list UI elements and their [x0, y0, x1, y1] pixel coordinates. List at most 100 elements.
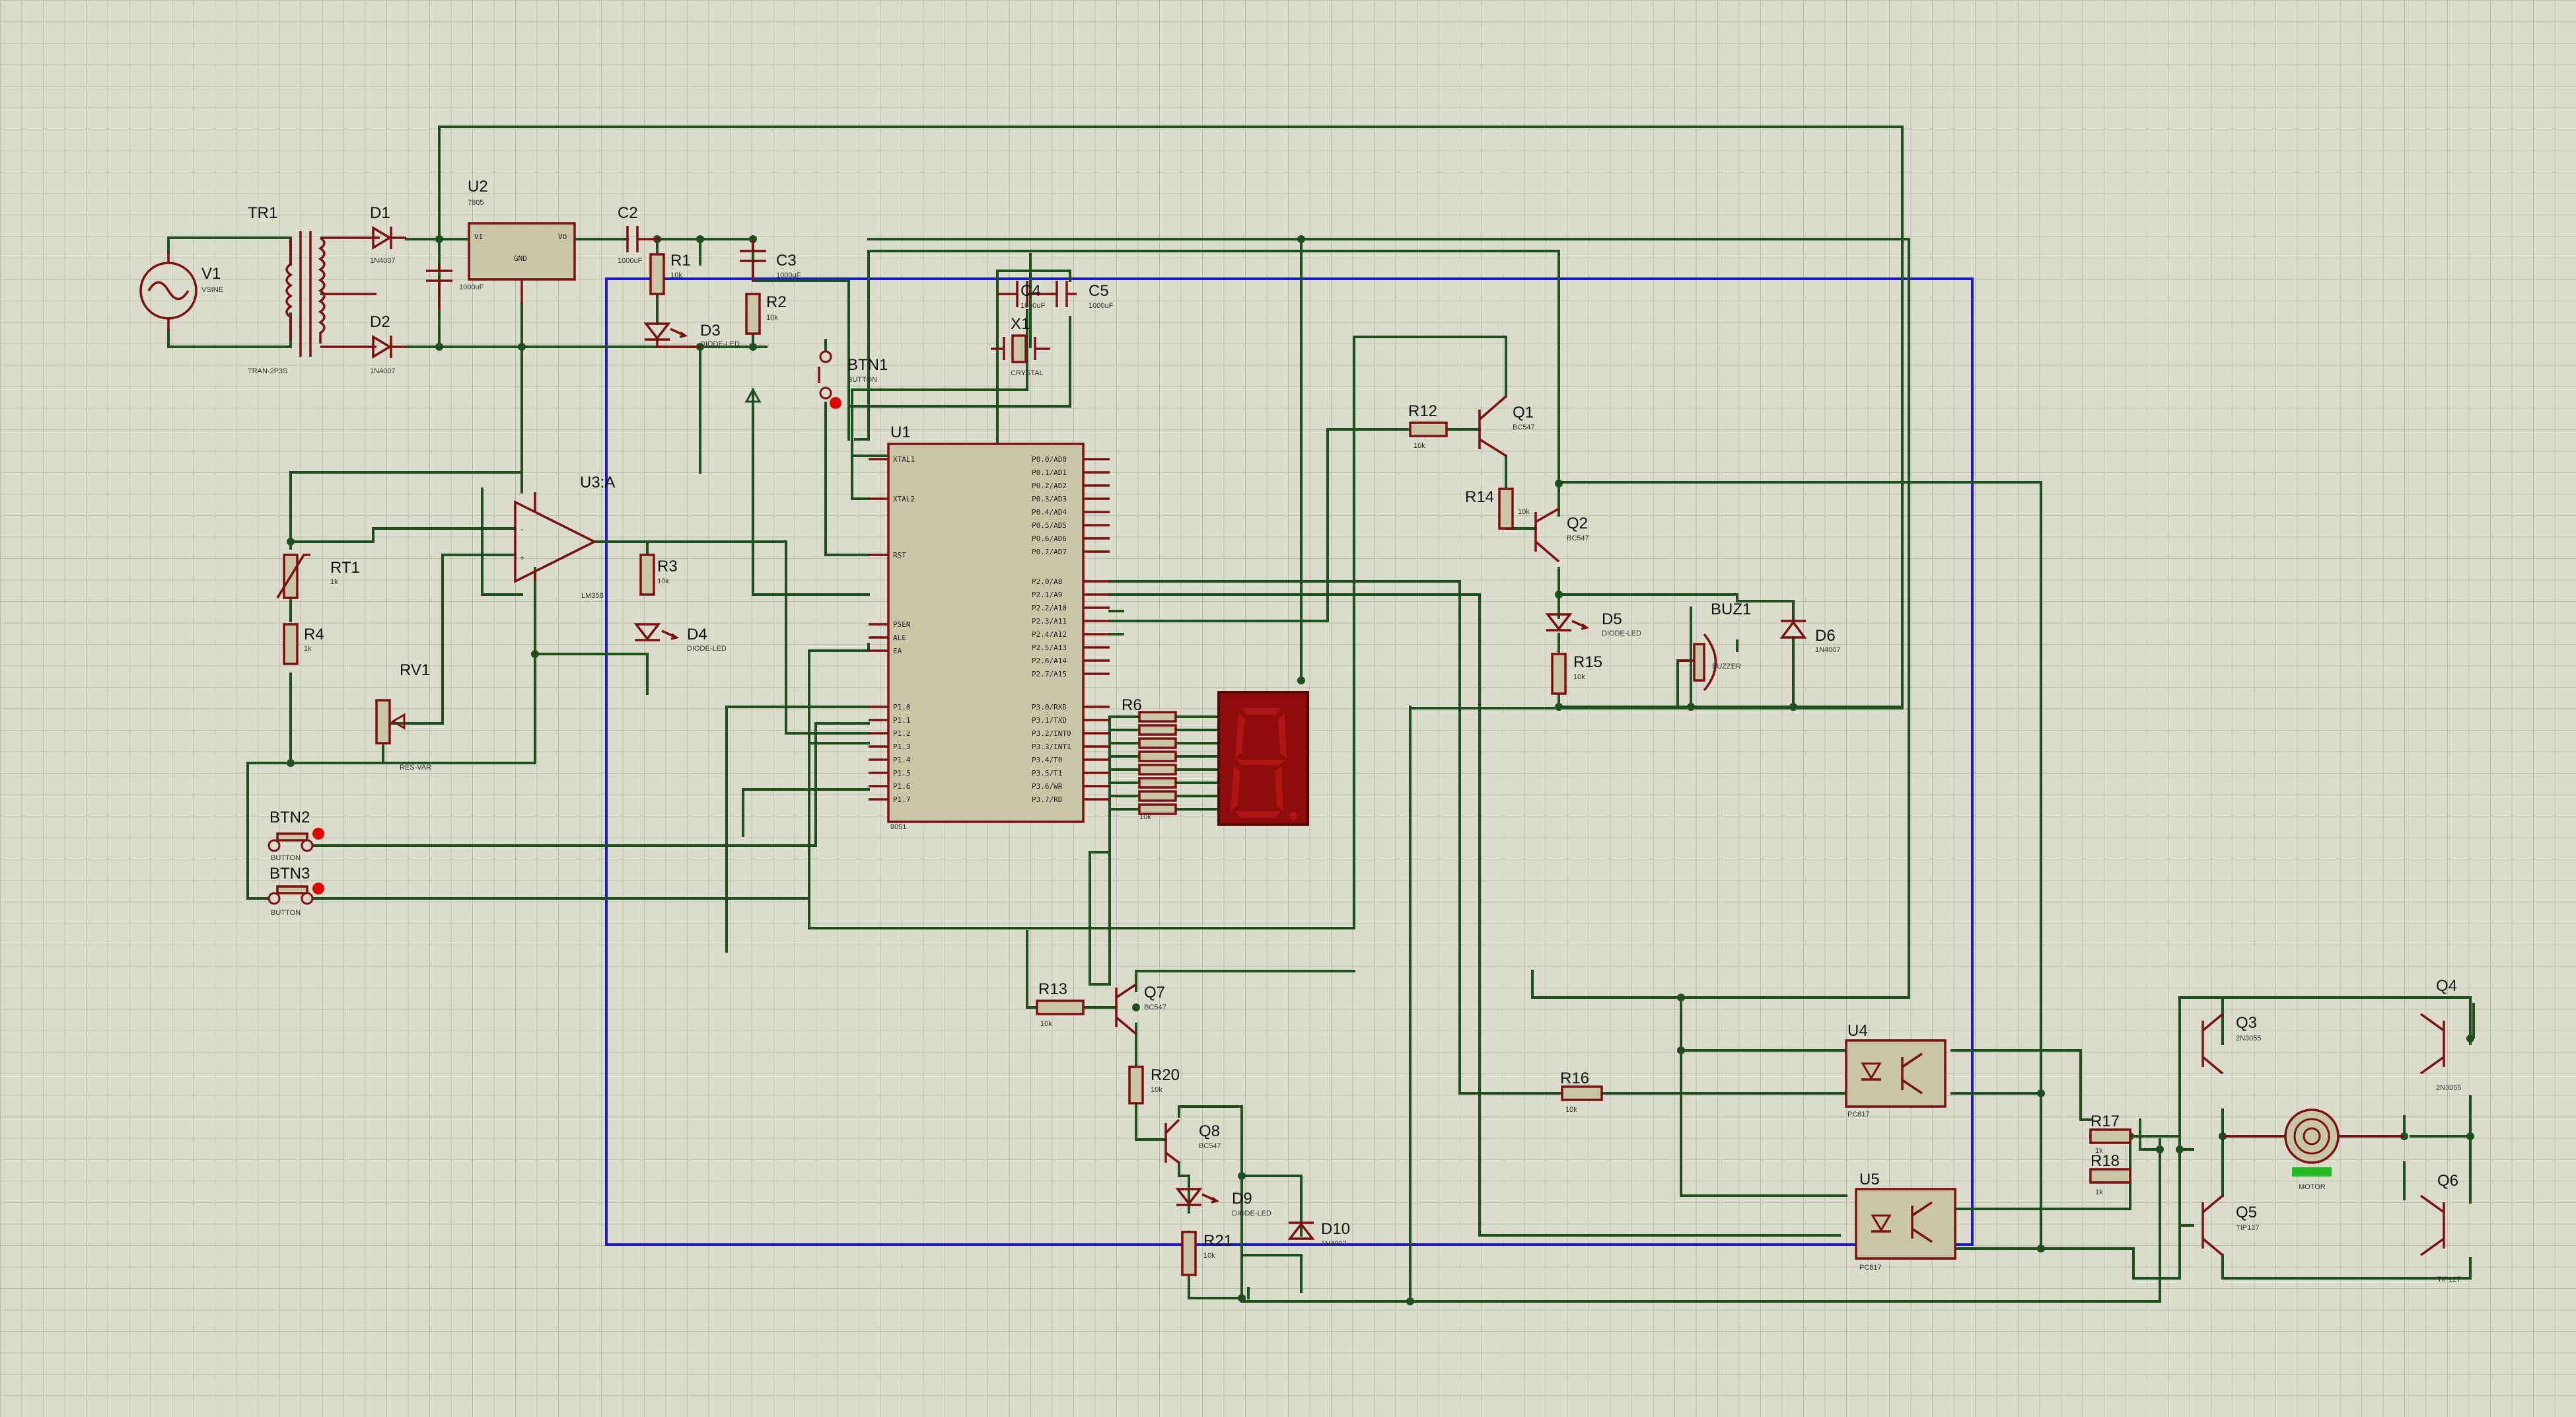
resistor-r4[interactable]: R4 1k [283, 623, 324, 665]
svg-text:10k: 10k [1151, 1086, 1163, 1094]
u1-pin-label: P1.1 [893, 716, 911, 725]
resistor-r12[interactable]: R12 10k [1408, 402, 1448, 450]
transistor-q1[interactable]: Q1 BC547 [1478, 395, 1535, 457]
r6-element [1138, 737, 1177, 749]
resistor-r2[interactable]: R2 10k [745, 293, 787, 335]
u2-label: U2 [468, 178, 488, 196]
optocoupler-u5[interactable]: U5 PC817 [1855, 1171, 1956, 1272]
resistor-r18[interactable]: R18 1k [2089, 1152, 2131, 1196]
svg-text:BUZZER: BUZZER [1712, 663, 1741, 671]
svg-text:PC817: PC817 [1859, 1264, 1882, 1272]
u1-pin-label: P1.6 [893, 782, 911, 791]
svg-text:LM358: LM358 [581, 592, 604, 600]
svg-text:DIODE-LED: DIODE-LED [687, 645, 727, 653]
capacitor-c4[interactable]: C4 1000uF [997, 281, 1046, 310]
r3-label: R3 [657, 558, 678, 575]
u1-pin-label: P3.0/RXD [1032, 703, 1067, 711]
resistor-r3[interactable]: R3 10k [639, 554, 678, 596]
dc-motor[interactable]: MOTOR [2223, 1108, 2404, 1191]
u1-pin-label: P3.2/INT0 [1032, 729, 1071, 738]
svg-text:1000uF: 1000uF [1020, 302, 1046, 310]
svg-text:GND: GND [514, 254, 527, 263]
svg-text:8051: 8051 [890, 823, 906, 831]
opamp-u3a[interactable]: - + U3:A LM358 [514, 474, 615, 600]
svg-text:1000uF: 1000uF [776, 272, 801, 279]
transistor-q2[interactable]: Q2 BC547 [1534, 507, 1589, 563]
transistor-q8[interactable]: Q8 BC547 [1164, 1118, 1221, 1164]
diode-d10[interactable]: D10 1N4007 [1287, 1220, 1350, 1248]
u1-pin-label: P2.1/A9 [1032, 591, 1062, 599]
d6-label: D6 [1815, 627, 1836, 645]
microcontroller-u1[interactable]: U1 8051 XTAL1XTAL2RSTPSENALEEAP1.0P1.1P1… [869, 423, 1110, 831]
led-d3[interactable]: D3 DIODE-LED [643, 322, 740, 348]
transistor-q5[interactable]: Q5 TIP127 [2201, 1194, 2259, 1256]
capacitor-c5[interactable]: C5 1000uF [1040, 281, 1114, 310]
diode-d1[interactable]: D1 1N4007 [370, 204, 406, 265]
r6-element [1138, 711, 1177, 723]
potentiometer-rv1[interactable]: RV1 RES-VAR [375, 661, 431, 772]
svg-text:10k: 10k [1203, 1252, 1215, 1260]
capacitor-c1[interactable]: 1000uF [426, 264, 484, 310]
u4-label: U4 [1847, 1022, 1868, 1040]
tr1-label: TR1 [248, 204, 277, 222]
svg-text:1N4007: 1N4007 [370, 257, 396, 265]
resistor-r14[interactable]: R14 10k [1465, 488, 1530, 530]
transistor-q7[interactable]: Q7 BC547 [1115, 983, 1166, 1035]
u1-pin-label: P2.4/A12 [1032, 630, 1067, 639]
transistor-q4[interactable]: Q4 2N3055 [2419, 977, 2462, 1092]
u1-pin-label: P0.2/AD2 [1032, 482, 1067, 490]
resistor-r17[interactable]: R17 1k [2089, 1112, 2131, 1155]
svg-text:VI: VI [474, 233, 483, 241]
resistor-r21[interactable]: R21 10k [1181, 1231, 1233, 1276]
led-d5[interactable]: D5 DIODE-LED [1545, 610, 1641, 637]
button-btn3[interactable]: BTN3 BUTTON [268, 865, 324, 917]
resistor-r1[interactable]: R1 10k [649, 252, 691, 295]
resistor-r16[interactable]: R16 10k [1560, 1070, 1603, 1114]
button-btn1[interactable]: BTN1 BUTTON [818, 350, 888, 409]
u1-pin-label: P0.1/AD1 [1032, 468, 1067, 477]
svg-text:7805: 7805 [468, 199, 483, 207]
buzzer-buz1[interactable]: BUZ1 BUZZER [1678, 600, 1751, 692]
capacitor-c3[interactable]: C3 1000uF [740, 239, 801, 281]
u1-pin-label: P0.3/AD3 [1032, 495, 1067, 503]
source-v1[interactable]: V1 VSINE [139, 252, 223, 330]
optocoupler-u4[interactable]: U4 PC817 [1845, 1022, 1947, 1118]
svg-text:1k: 1k [2095, 1147, 2103, 1155]
svg-text:VSINE: VSINE [201, 286, 223, 294]
r6-element [1138, 764, 1177, 776]
button-btn2[interactable]: BTN2 BUTTON [268, 809, 324, 862]
svg-text:BUTTON: BUTTON [271, 854, 301, 862]
resistor-r15[interactable]: R15 10k [1551, 653, 1602, 695]
regulator-u2[interactable]: VI VO GND U2 7805 [468, 178, 576, 304]
svg-text:-: - [520, 525, 524, 534]
u1-pin-label: P2.7/A15 [1032, 670, 1067, 678]
thermistor-rt1[interactable]: RT1 1k [276, 554, 360, 599]
svg-text:BC547: BC547 [1144, 1003, 1166, 1011]
svg-text:10k: 10k [657, 577, 669, 585]
u1-pin-label: P3.7/RD [1032, 795, 1062, 804]
led-d4[interactable]: D4 DIODE-LED [633, 623, 727, 653]
seven-segment-display[interactable] [1217, 691, 1309, 826]
transistor-q3[interactable]: Q3 2N3055 [2201, 1013, 2262, 1075]
led-d9[interactable]: D9 DIODE-LED [1175, 1188, 1271, 1217]
svg-text:10k: 10k [1040, 1020, 1052, 1028]
resistor-network-r6[interactable]: R6 10k [1122, 696, 1177, 821]
wires [167, 126, 2475, 1303]
resistor-r13[interactable]: R13 10k [1036, 980, 1085, 1028]
u1-pin-label: P1.7 [893, 795, 911, 804]
resistor-r20[interactable]: R20 10k [1128, 1066, 1180, 1105]
u1-pin-label: P3.1/TXD [1032, 716, 1067, 725]
diode-d2[interactable]: D2 1N4007 [370, 313, 406, 375]
transistor-q6[interactable]: Q6 TIP127 [2419, 1172, 2460, 1284]
crystal-x1[interactable]: X1 CRYSTAL [991, 315, 1050, 377]
q8-label: Q8 [1199, 1122, 1220, 1140]
d5-label: D5 [1602, 610, 1622, 628]
u1-pin-label: P2.6/A14 [1032, 657, 1067, 665]
capacitor-c2[interactable]: C2 1000uF [618, 204, 661, 265]
c3-label: C3 [776, 252, 797, 270]
transformer-tr1[interactable]: TR1 TRAN-2P3S [248, 204, 376, 375]
u1-pin-label: P1.5 [893, 769, 911, 778]
diode-d6[interactable]: D6 1N4007 [1779, 620, 1841, 654]
c4-label: C4 [1020, 282, 1041, 300]
